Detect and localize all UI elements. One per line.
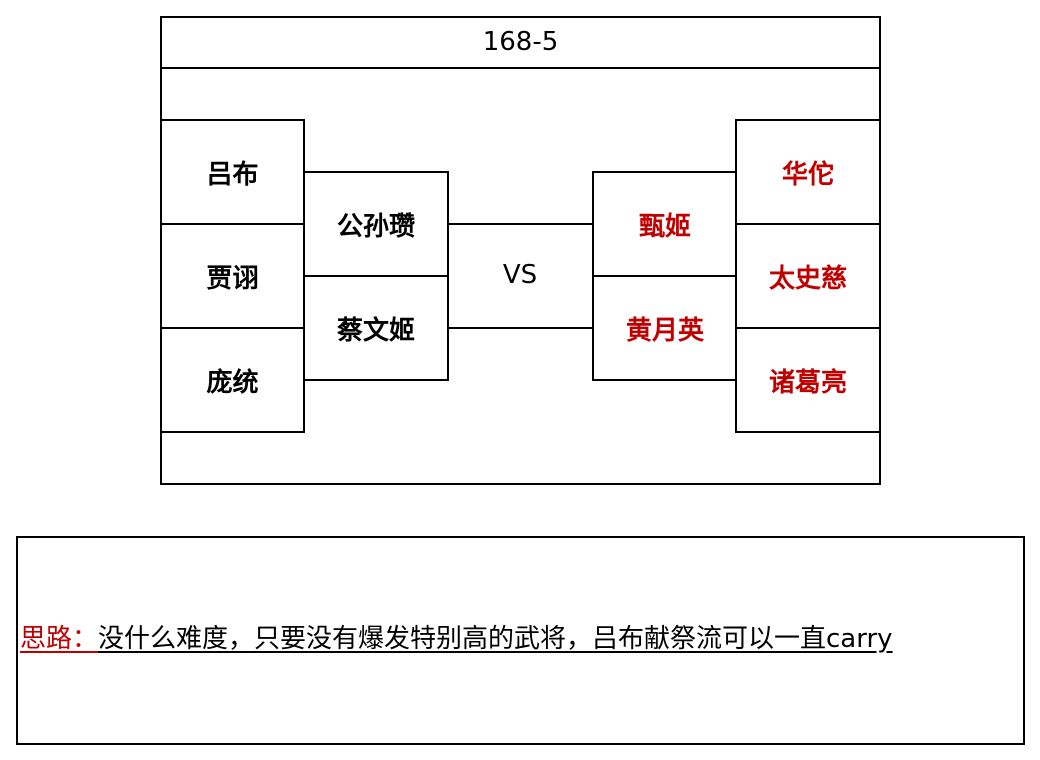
left-outer-hero-1: 吕布 [160,119,305,225]
left-outer-hero-3: 庞统 [160,327,305,433]
right-inner-hero-2: 黄月英 [592,275,738,381]
left-inner-hero-1: 公孙瓒 [303,171,449,277]
note-box [16,536,1025,745]
right-outer-hero-2: 太史慈 [735,223,881,329]
note-body: 没什么难度，只要没有爆发特别高的武将，吕布献祭流可以一直carry [98,624,893,654]
left-inner-hero-2: 蔡文姬 [303,275,449,381]
right-outer-hero-1: 华佗 [735,119,881,225]
connector-line-center-top [447,223,594,225]
right-outer-hero-3: 诸葛亮 [735,327,881,433]
vs-label: VS [502,260,538,290]
note-line: 思路：没什么难度，只要没有爆发特别高的武将，吕布献祭流可以一直carry [20,618,1020,662]
matchup-title: 168-5 [160,16,881,69]
note-prefix: 思路： [20,624,99,654]
right-inner-hero-1: 甄姬 [592,171,738,277]
connector-line-center-bottom [447,327,594,329]
left-outer-hero-2: 贾诩 [160,223,305,329]
